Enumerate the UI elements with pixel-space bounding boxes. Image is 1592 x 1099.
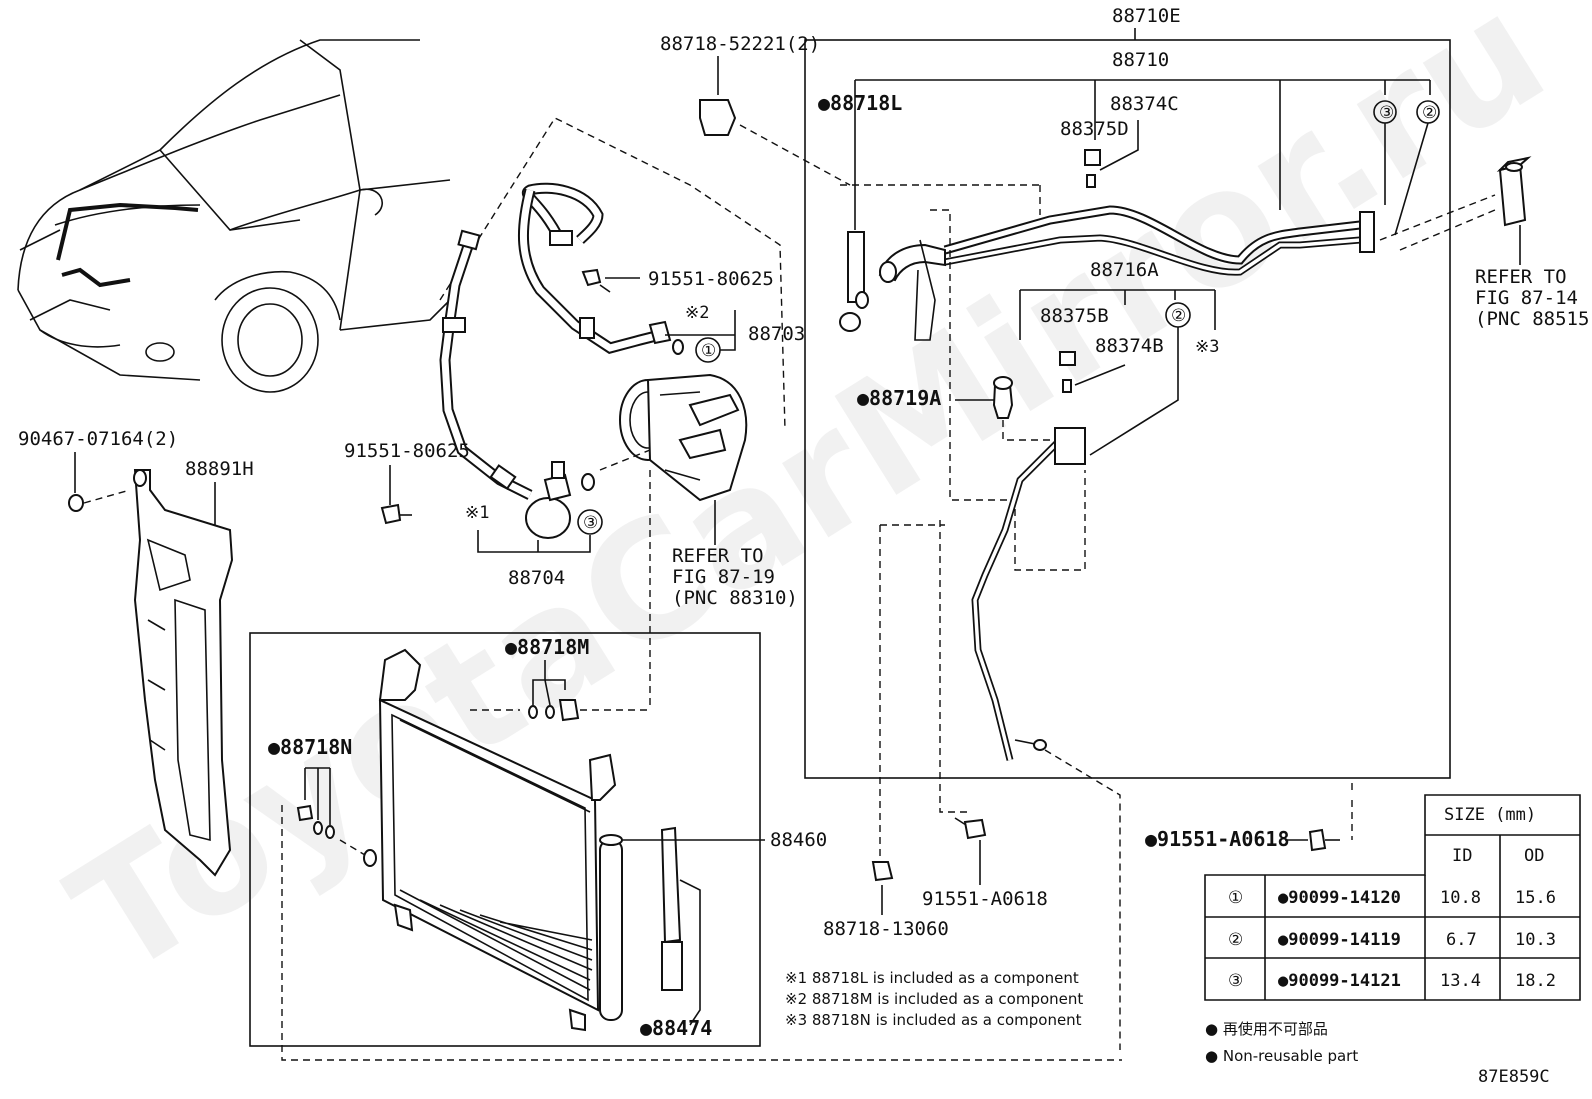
table-row-2-od: 10.3 (1515, 930, 1556, 950)
label-88719A: ●88719A (857, 386, 941, 410)
label-91551-A0618: 91551-A0618 (922, 888, 1048, 910)
callout-k1: ※1 (465, 503, 489, 523)
table-row-2-part: ●90099-14119 (1278, 930, 1401, 950)
label-88718-13060: 88718-13060 (823, 918, 949, 940)
table-header-size: SIZE (mm) (1444, 805, 1536, 825)
label-88718M: ●88718M (505, 635, 589, 659)
label-88710: 88710 (1112, 49, 1169, 71)
label-88375B: 88375B (1040, 305, 1109, 327)
table-row-2-ref: ② (1228, 930, 1243, 950)
table-row-3-part: ●90099-14121 (1278, 971, 1401, 991)
label-88718L: ●88718L (818, 91, 902, 115)
ref-87-14-line2: FIG 87-14 (1475, 287, 1578, 309)
ref-87-14-line3: (PNC 88515) (1475, 308, 1592, 330)
table-row-3-od: 18.2 (1515, 971, 1556, 991)
component-notes: ※1 88718L is included as a component ※2 … (785, 969, 1083, 1029)
label-88703: 88703 (748, 323, 805, 345)
label-88716A: 88716A (1090, 259, 1159, 281)
label-88374C: 88374C (1110, 93, 1179, 115)
watermark: ToyotaCarMirror.ru (41, 0, 1575, 1012)
callout-k2: ※2 (685, 303, 709, 323)
note-1: ※1 88718L is included as a component (785, 969, 1079, 987)
legend-en: ● Non-reusable part (1205, 1047, 1358, 1065)
table-row-1-ref: ① (1228, 888, 1243, 908)
ref-87-14-line1: REFER TO (1475, 266, 1567, 288)
label-91551-80625-top: 91551-80625 (648, 268, 774, 290)
fasteners-bottom: 88718-13060 91551-A0618 ●91551-A0618 (823, 520, 1353, 940)
label-88704: 88704 (508, 567, 565, 589)
oring-size-table: SIZE (mm) ID OD ① ●90099-14120 10.8 15.6… (1204, 794, 1581, 1001)
clip-88718-52221: 88718-52221(2) (660, 33, 851, 186)
callout-3-top: ③ (1379, 103, 1394, 123)
note-3: ※3 88718N is included as a component (785, 1011, 1082, 1029)
callout-2-top: ② (1422, 103, 1437, 123)
label-88710E: 88710E (1112, 5, 1181, 27)
table-row-1-id: 10.8 (1440, 888, 1481, 908)
label-90467-07164: 90467-07164(2) (18, 428, 178, 450)
table-row-3-id: 13.4 (1440, 971, 1481, 991)
label-88374B: 88374B (1095, 335, 1164, 357)
label-88460: 88460 (770, 829, 827, 851)
note-2: ※2 88718M is included as a component (785, 990, 1083, 1008)
label-88375D: 88375D (1060, 118, 1129, 140)
table-row-3-ref: ③ (1228, 971, 1243, 991)
table-header-id: ID (1452, 846, 1472, 866)
label-88891H: 88891H (185, 458, 254, 480)
suction-hose-88704: ③ ※1 88704 91551-80625 (344, 229, 651, 710)
expansion-valve-ref: REFER TO FIG 87-14 (PNC 88515) (1379, 156, 1592, 330)
table-row-1-od: 15.6 (1515, 888, 1556, 908)
legend-jp: ● 再使用不可部品 (1205, 1020, 1328, 1038)
label-88718-52221: 88718-52221(2) (660, 33, 820, 55)
discharge-hose-88703: ① ※2 88703 91551-80625 (439, 117, 805, 431)
legend: ● 再使用不可部品 ● Non-reusable part 87E859C (1205, 1020, 1550, 1087)
vehicle-illustration (17, 39, 451, 393)
ref-87-19-line2: FIG 87-19 (672, 566, 775, 588)
callout-3-suction: ③ (583, 513, 598, 533)
ref-87-19-line1: REFER TO (672, 545, 764, 567)
condenser-88460: ●88718M ●88718N ●88474 88460 (249, 632, 1122, 1061)
shroud-88891H: 90467-07164(2) 88891H (18, 428, 254, 877)
table-header-od: OD (1524, 846, 1544, 866)
table-row-1-part: ●90099-14120 (1278, 888, 1401, 908)
label-88474: ●88474 (640, 1016, 712, 1040)
diagram-code: 87E859C (1478, 1067, 1550, 1087)
callout-k3: ※3 (1195, 337, 1219, 357)
label-91551-A0618-right: ●91551-A0618 (1145, 827, 1290, 851)
compressor: REFER TO FIG 87-19 (PNC 88310) (619, 373, 798, 609)
pipe-assembly-88710E: 88710E 88710 ●88718L 88374C 88375D ③ ② 8… (804, 5, 1451, 1050)
ref-87-19-line3: (PNC 88310) (672, 587, 798, 609)
callout-1-hose: ① (701, 341, 716, 361)
label-91551-80625-left: 91551-80625 (344, 440, 470, 462)
callout-2-mid: ② (1171, 306, 1186, 326)
label-88718N: ●88718N (268, 735, 352, 759)
table-row-2-id: 6.7 (1446, 930, 1477, 950)
